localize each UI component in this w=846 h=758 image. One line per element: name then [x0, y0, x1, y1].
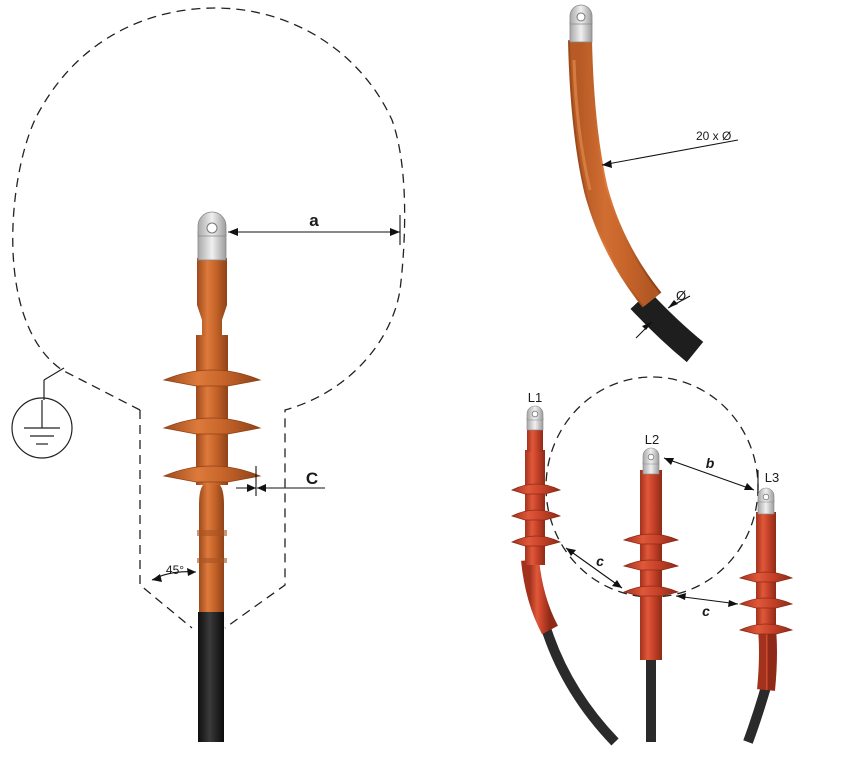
dimension-a: a: [228, 211, 401, 245]
l2-termination: [622, 447, 680, 660]
label-a: a: [309, 211, 319, 230]
label-angle: 45°: [166, 563, 184, 577]
label-diameter: Ø: [676, 288, 686, 303]
l1-termination: [511, 405, 561, 635]
label-l2: L2: [645, 432, 659, 447]
main-cable: [198, 612, 224, 742]
main-termination-group: a C 45°: [11, 7, 406, 742]
bend-cable: [630, 291, 704, 363]
label-l3: L3: [765, 470, 779, 485]
l3-termination: [738, 487, 794, 691]
dimension-c-main: C: [236, 466, 325, 496]
dimension-angle: 45°: [151, 563, 197, 582]
main-neck: [197, 258, 227, 336]
label-bend-radius: 20 x Ø: [696, 129, 731, 143]
clearance-envelope: [12, 7, 406, 629]
main-cable-lug: [197, 211, 227, 261]
earth-ground-icon: [11, 367, 73, 459]
bend-cable-lug: [569, 4, 593, 43]
main-sheds: [162, 335, 262, 485]
label-c-right: c: [702, 603, 710, 619]
three-phase-group: L1 L2 L3 b: [511, 376, 794, 746]
l1-cable: [540, 623, 619, 746]
main-body-lower: [199, 485, 224, 612]
label-c-main: C: [306, 469, 318, 488]
label-b: b: [706, 455, 715, 471]
label-c-left: c: [596, 553, 604, 569]
label-l1: L1: [528, 390, 542, 405]
bend-radius-group: 20 x Ø Ø: [568, 4, 739, 363]
